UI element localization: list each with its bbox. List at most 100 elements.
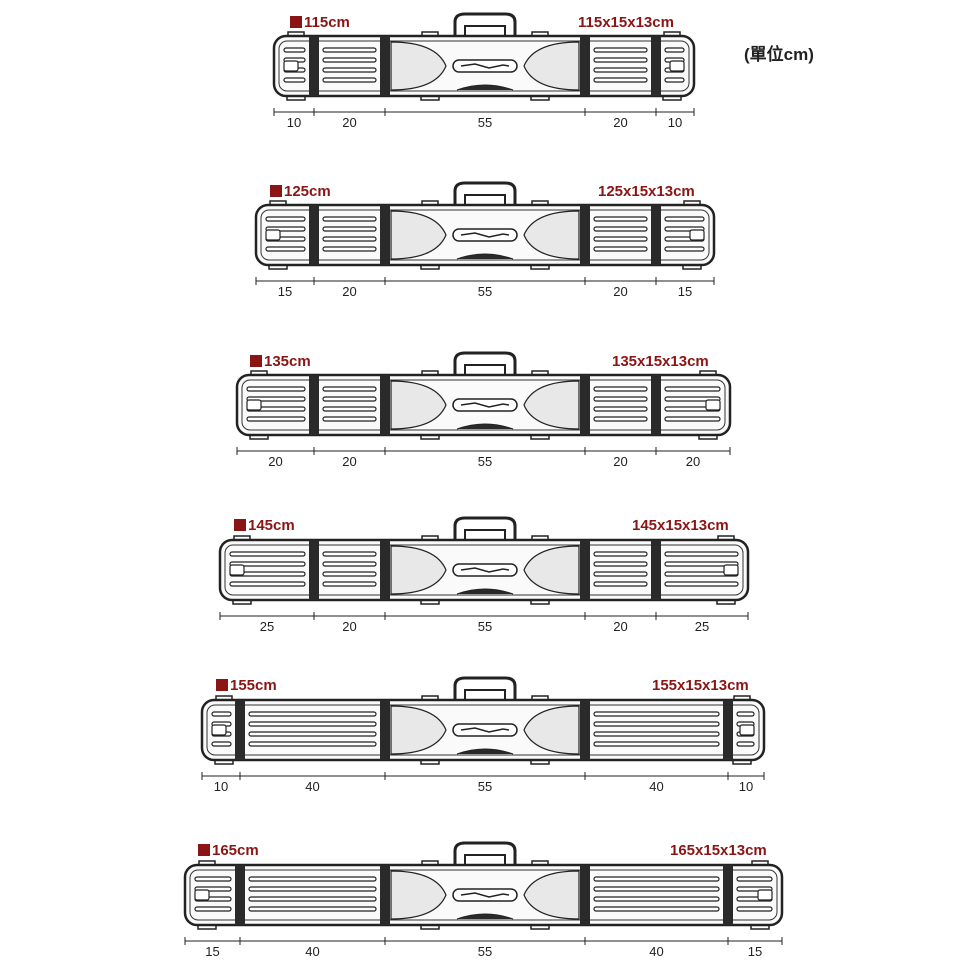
segment-length: 10: [668, 115, 682, 130]
marker-square-icon: [216, 679, 228, 691]
rib: [322, 581, 377, 587]
segment-length: 15: [205, 944, 219, 959]
segment-band: [380, 205, 390, 265]
segment-band: [580, 700, 590, 760]
segment-length: 15: [678, 284, 692, 299]
segment-band: [380, 700, 390, 760]
segment-band: [651, 540, 661, 600]
segment-band: [309, 36, 319, 96]
rib: [322, 57, 377, 63]
segment-length: 55: [478, 619, 492, 634]
rib: [593, 906, 720, 912]
rib: [593, 876, 720, 882]
rib: [593, 386, 648, 392]
segment-band: [309, 540, 319, 600]
rib: [593, 246, 648, 252]
case-length-label: 135cm: [250, 353, 311, 370]
rib: [664, 561, 739, 567]
rib: [248, 906, 377, 912]
rib: [229, 561, 306, 567]
rib: [248, 876, 377, 882]
logo-plate: [452, 888, 518, 902]
rib: [248, 741, 377, 747]
segment-band: [580, 205, 590, 265]
case-dimensions: 145x15x13cm: [632, 517, 729, 534]
case-dimensions: 125x15x13cm: [598, 183, 695, 200]
rib: [248, 711, 377, 717]
rib: [248, 721, 377, 727]
rib: [248, 731, 377, 737]
rod-case: [254, 181, 716, 270]
latch: [689, 229, 705, 241]
handle: [453, 351, 517, 379]
segment-band: [723, 865, 733, 925]
rib: [283, 47, 306, 53]
segment-band: [235, 700, 245, 760]
rib: [322, 47, 377, 53]
rib: [246, 416, 306, 422]
segment-length: 55: [478, 779, 492, 794]
segment-band: [580, 865, 590, 925]
case-length-label: 165cm: [198, 842, 259, 859]
latch: [211, 724, 227, 736]
marker-square-icon: [250, 355, 262, 367]
segment-length: 55: [478, 454, 492, 469]
rib: [736, 876, 773, 882]
latch: [246, 399, 262, 411]
unit-note: (單位cm): [744, 45, 814, 64]
rib: [322, 226, 377, 232]
segment-length: 40: [305, 944, 319, 959]
segment-length: 25: [695, 619, 709, 634]
rib: [322, 246, 377, 252]
rib: [322, 236, 377, 242]
logo-plate: [452, 563, 518, 577]
marker-square-icon: [198, 844, 210, 856]
logo-plate: [452, 723, 518, 737]
rib: [246, 386, 306, 392]
rib: [593, 741, 720, 747]
case-dimensions: 155x15x13cm: [652, 677, 749, 694]
logo-plate: [452, 59, 518, 73]
segment-length: 10: [214, 779, 228, 794]
rib: [593, 731, 720, 737]
rib: [229, 581, 306, 587]
rib: [211, 741, 232, 747]
segment-length: 20: [613, 619, 627, 634]
rib: [664, 246, 705, 252]
segment-length: 55: [478, 284, 492, 299]
rib: [593, 57, 648, 63]
segment-band: [580, 540, 590, 600]
case-length-text: 125cm: [284, 183, 331, 200]
rib: [664, 47, 685, 53]
segment-length: 20: [342, 454, 356, 469]
case-dimensions: 165x15x13cm: [670, 842, 767, 859]
rib: [265, 246, 306, 252]
case-length-text: 155cm: [230, 677, 277, 694]
rib: [248, 886, 377, 892]
rib: [593, 226, 648, 232]
rib: [593, 896, 720, 902]
rib: [736, 711, 755, 717]
logo-plate: [452, 228, 518, 242]
segment-band: [380, 540, 390, 600]
latch: [739, 724, 755, 736]
segment-band: [651, 205, 661, 265]
handle: [453, 181, 517, 209]
rib: [229, 551, 306, 557]
rib: [322, 216, 377, 222]
segment-length: 20: [342, 115, 356, 130]
rib: [322, 571, 377, 577]
rib: [593, 216, 648, 222]
rib: [593, 67, 648, 73]
case-dimensions: 135x15x13cm: [612, 353, 709, 370]
rib: [248, 896, 377, 902]
latch: [757, 889, 773, 901]
rib: [593, 406, 648, 412]
segment-length: 10: [287, 115, 301, 130]
segment-length: 55: [478, 944, 492, 959]
rib: [664, 416, 721, 422]
segment-band: [723, 700, 733, 760]
